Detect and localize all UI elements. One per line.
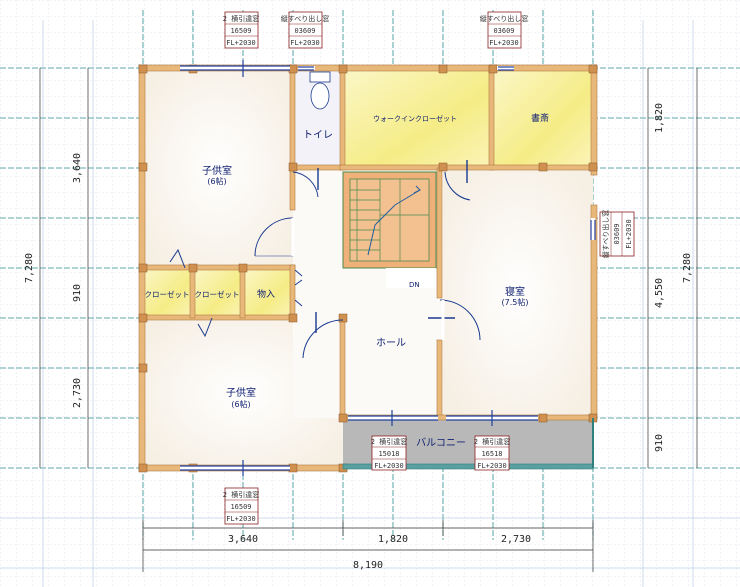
dim-left-1: 3,640 bbox=[72, 153, 83, 183]
svg-text:16518: 16518 bbox=[481, 450, 502, 458]
wall-posts bbox=[138, 64, 598, 473]
dim-bottom-1: 3,640 bbox=[228, 534, 258, 545]
svg-text:FL+2030: FL+2030 bbox=[625, 219, 633, 249]
window-tag-bottom-left: 2 横引違窓 16509 FL+2030 bbox=[223, 487, 259, 525]
doors bbox=[169, 160, 481, 359]
svg-text:16509: 16509 bbox=[230, 27, 251, 35]
dim-bottom-3: 2,730 bbox=[501, 534, 531, 545]
dim-bottom-total: 8,190 bbox=[353, 560, 383, 571]
child-room-bottom-size: (6帖) bbox=[231, 399, 250, 409]
dim-bottom-2: 1,820 bbox=[378, 534, 408, 545]
dim-right-2: 4,550 bbox=[654, 278, 665, 308]
svg-text:FL+2030: FL+2030 bbox=[226, 515, 256, 523]
hall-label: ホール bbox=[376, 337, 406, 349]
svg-text:2 横引違窓: 2 横引違窓 bbox=[474, 437, 510, 446]
child-room-top-size: (6帖) bbox=[207, 176, 226, 186]
svg-text:2 横引違窓: 2 横引違窓 bbox=[223, 490, 259, 499]
balcony-label: バルコニー bbox=[416, 437, 466, 449]
svg-text:縦すべり出し窓: 縦すべり出し窓 bbox=[480, 14, 529, 23]
svg-text:FL+2030: FL+2030 bbox=[374, 462, 404, 470]
svg-text:03609: 03609 bbox=[493, 27, 514, 35]
right-dimensions bbox=[647, 68, 698, 468]
svg-text:2 横引違窓: 2 横引違窓 bbox=[371, 437, 407, 446]
toilet-fixture bbox=[309, 71, 331, 110]
window-tag-top-right: 縦すべり出し窓 03609 FL+2030 bbox=[480, 11, 529, 49]
svg-text:FL+2030: FL+2030 bbox=[290, 39, 320, 47]
grid-minor-lines bbox=[0, 20, 740, 587]
svg-text:03609: 03609 bbox=[613, 223, 621, 244]
window-tag-top-left: 2 横引違窓 16509 FL+2030 bbox=[223, 11, 259, 49]
window-tag-balcony-right: 2 横引違窓 16518 FL+2030 bbox=[474, 435, 510, 471]
storage-label: 物入 bbox=[257, 288, 275, 300]
staircase: DN bbox=[342, 171, 437, 289]
left-dimensions bbox=[39, 68, 89, 468]
closet-left-label: クローゼット bbox=[145, 289, 190, 299]
dim-left-2: 910 bbox=[72, 284, 83, 302]
svg-text:縦すべり出し窓: 縦すべり出し窓 bbox=[281, 14, 330, 23]
room-labels: 子供室 (6帖) トイレ ウォークインクローゼット 書斎 クローゼット クローゼ… bbox=[145, 112, 550, 449]
closet-right-label: クローゼット bbox=[195, 289, 240, 299]
svg-text:03609: 03609 bbox=[294, 27, 315, 35]
window-tag-top-mid: 縦すべり出し窓 03609 FL+2030 bbox=[281, 11, 330, 49]
stair-down-label: DN bbox=[409, 281, 420, 289]
svg-text:縦すべり出し窓: 縦すべり出し窓 bbox=[601, 210, 610, 259]
bedroom-size: (7.5帖) bbox=[502, 297, 529, 307]
svg-text:16509: 16509 bbox=[230, 503, 251, 511]
dim-right-total: 7,280 bbox=[682, 253, 693, 283]
window-tag-right: 縦すべり出し窓 03609 FL+2030 bbox=[599, 210, 635, 259]
bedroom-label: 寝室 bbox=[505, 285, 525, 298]
walkin-closet-label: ウォークインクローゼット bbox=[373, 114, 457, 123]
bottom-dimensions bbox=[142, 520, 594, 572]
svg-text:2 横引違窓: 2 横引違窓 bbox=[223, 14, 259, 23]
svg-text:FL+2030: FL+2030 bbox=[477, 462, 507, 470]
svg-text:FL+2030: FL+2030 bbox=[489, 39, 519, 47]
dim-right-1: 1,820 bbox=[654, 103, 665, 133]
dim-left-total: 7,280 bbox=[24, 253, 35, 283]
svg-text:FL+2030: FL+2030 bbox=[226, 39, 256, 47]
toilet-label: トイレ bbox=[303, 130, 333, 141]
study-label: 書斎 bbox=[531, 112, 549, 124]
dim-left-3: 2,730 bbox=[72, 378, 83, 408]
windows bbox=[180, 60, 596, 476]
svg-text:15018: 15018 bbox=[378, 450, 399, 458]
child-room-top-label: 子供室 bbox=[202, 164, 232, 177]
child-room-bottom-label: 子供室 bbox=[226, 386, 256, 399]
window-tag-balcony-left: 2 横引違窓 15018 FL+2030 bbox=[371, 435, 407, 471]
dim-right-3: 910 bbox=[654, 434, 665, 452]
